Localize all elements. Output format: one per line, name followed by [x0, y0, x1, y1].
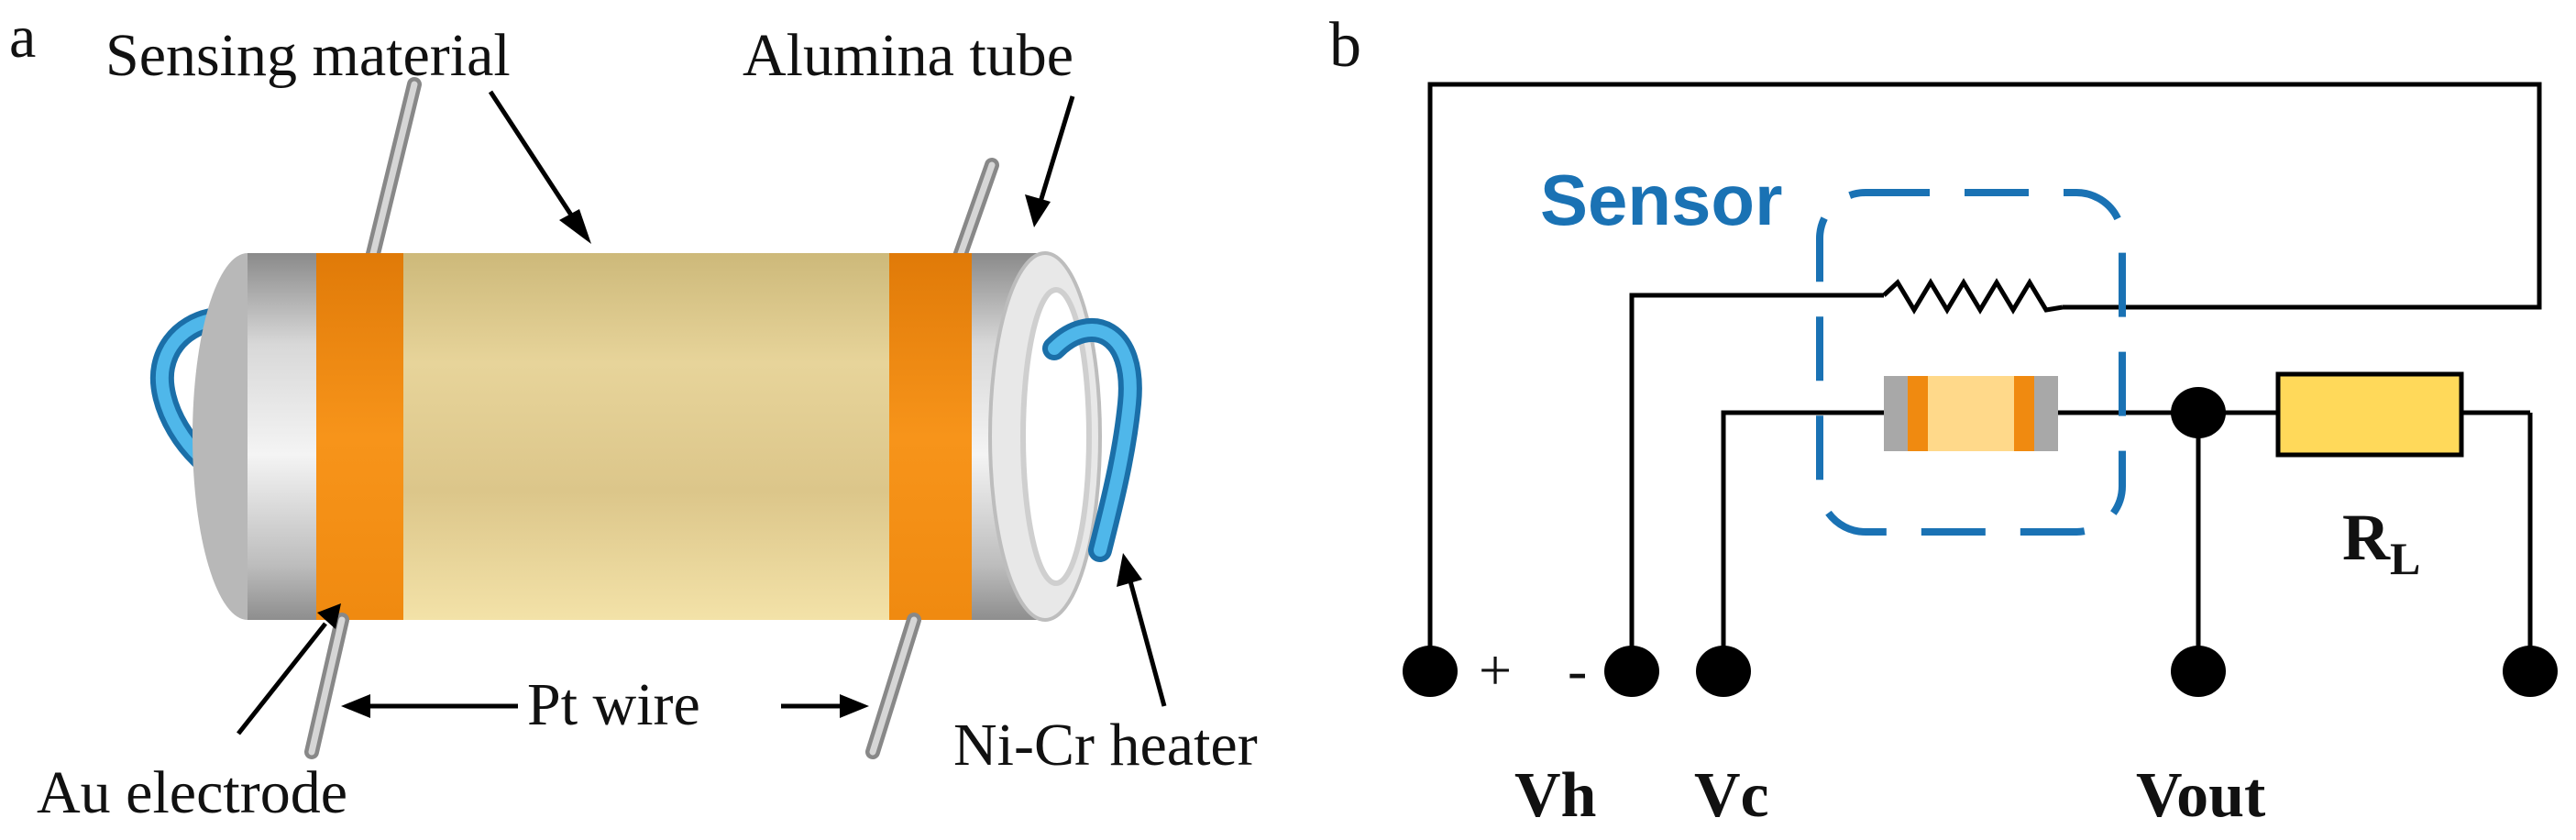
au-electrode-left — [316, 253, 403, 620]
arrow-nicr-heater — [1117, 553, 1167, 707]
au-electrode-right — [889, 253, 972, 620]
load-resistor-label: RL — [2342, 501, 2420, 584]
wire-vc — [1721, 410, 1884, 668]
sensor-label: Sensor — [1540, 160, 1782, 240]
panel-a-letter: a — [9, 4, 36, 71]
minus-sign: - — [1568, 637, 1587, 702]
terminal-vc — [1696, 646, 1751, 697]
label-vc: Vc — [1694, 760, 1769, 831]
wire-heater-left — [1629, 293, 1884, 668]
label-au-electrode: Au electrode — [37, 759, 347, 826]
pt-wire-right-front — [865, 613, 921, 759]
arrow-pt-wire-left — [341, 694, 518, 718]
terminal-vh-minus — [1604, 646, 1659, 697]
arrow-au-electrode — [237, 603, 341, 735]
arrow-alumina-tube — [1025, 95, 1075, 227]
panel-b: b Sensor RL — [1329, 10, 2558, 831]
panel-a: a — [9, 4, 1258, 826]
load-resistor — [2275, 371, 2464, 458]
arrow-pt-wire-right — [781, 694, 869, 718]
panel-b-letter: b — [1329, 10, 1361, 81]
arrow-sensing-material — [488, 90, 591, 244]
label-sensing-material: Sensing material — [105, 22, 511, 89]
sensor-dashed-box — [1816, 189, 2126, 536]
plus-sign: + — [1479, 637, 1512, 702]
junction-dot — [2171, 387, 2226, 438]
terminal-vh-plus — [1403, 646, 1458, 697]
heater-resistor — [1882, 278, 2064, 315]
nicr-heater-right — [1042, 318, 1142, 562]
terminal-ground — [2503, 646, 2558, 697]
label-vh: Vh — [1514, 760, 1596, 831]
label-pt-wire: Pt wire — [527, 671, 700, 738]
wire-heater-loop — [1427, 82, 2542, 668]
sensing-material — [321, 253, 930, 620]
terminal-vout — [2171, 646, 2226, 697]
label-alumina-tube: Alumina tube — [743, 22, 1073, 89]
label-vout: Vout — [2136, 760, 2265, 831]
label-nicr-heater: Ni-Cr heater — [953, 712, 1258, 779]
alumina-tube-end — [988, 251, 1102, 622]
pt-wire-right — [951, 158, 999, 269]
pt-wire-left — [364, 77, 422, 269]
pt-wire-left-front — [304, 613, 349, 759]
sensor-element — [1884, 376, 2058, 451]
